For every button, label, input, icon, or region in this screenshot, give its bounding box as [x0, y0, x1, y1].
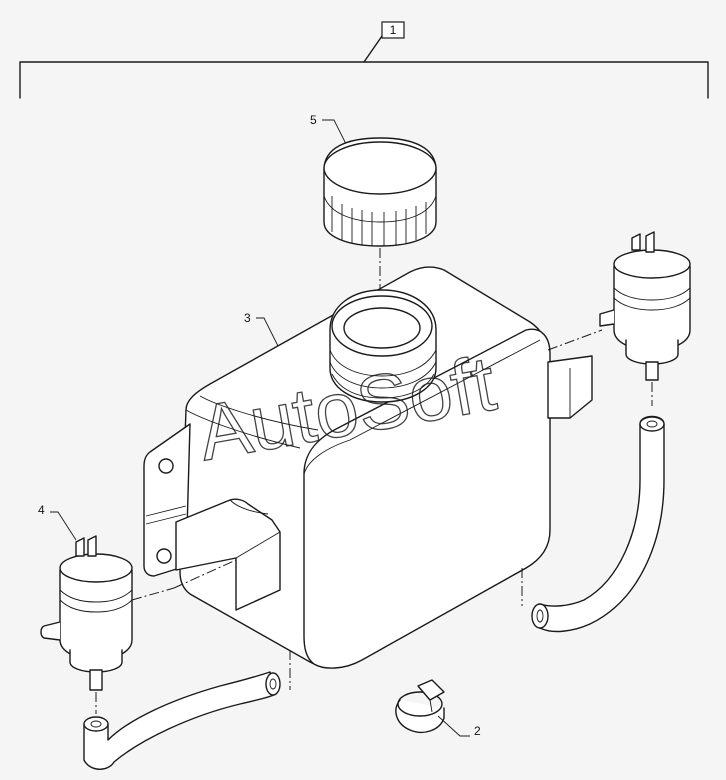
washer-pump-right — [599, 231, 691, 406]
callout-1: 1 — [390, 23, 397, 37]
hose-left — [83, 671, 281, 770]
callout-3: 3 — [244, 311, 251, 325]
callout-4: 4 — [38, 503, 45, 517]
filler-cap: 5 — [310, 113, 437, 330]
hose-right — [531, 415, 665, 633]
callout-5: 5 — [310, 113, 317, 127]
assembly-bracket: 1 — [19, 21, 709, 99]
callout-1-box — [381, 21, 405, 39]
washer-pump-left: 4 — [38, 503, 237, 714]
callout-2: 2 — [474, 724, 481, 738]
washer-reservoir: 3 — [143, 266, 603, 690]
hose-clamp: 2 — [395, 679, 481, 738]
